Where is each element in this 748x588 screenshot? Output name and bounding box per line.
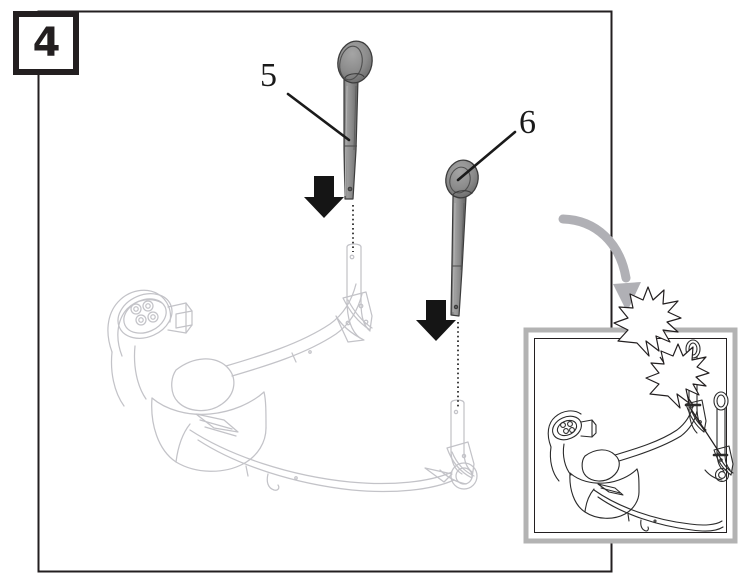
callout-5-leader <box>286 92 351 142</box>
part-6-handle-bar <box>445 159 479 317</box>
part-5-handle-bar <box>337 40 373 200</box>
step-number-badge: 4 <box>13 11 79 75</box>
step-number-text: 4 <box>32 20 61 66</box>
callout-label-5: 5 <box>260 57 277 94</box>
detail-curved-arrow <box>558 214 641 312</box>
insert-arrow-right <box>416 300 456 341</box>
insert-arrow-left <box>304 176 344 218</box>
callout-6-leader <box>456 130 517 182</box>
main-assembly-drawing <box>107 243 478 493</box>
main-illustration-frame <box>37 10 613 573</box>
callout-label-6: 6 <box>519 104 536 141</box>
starburst-right <box>645 343 722 456</box>
